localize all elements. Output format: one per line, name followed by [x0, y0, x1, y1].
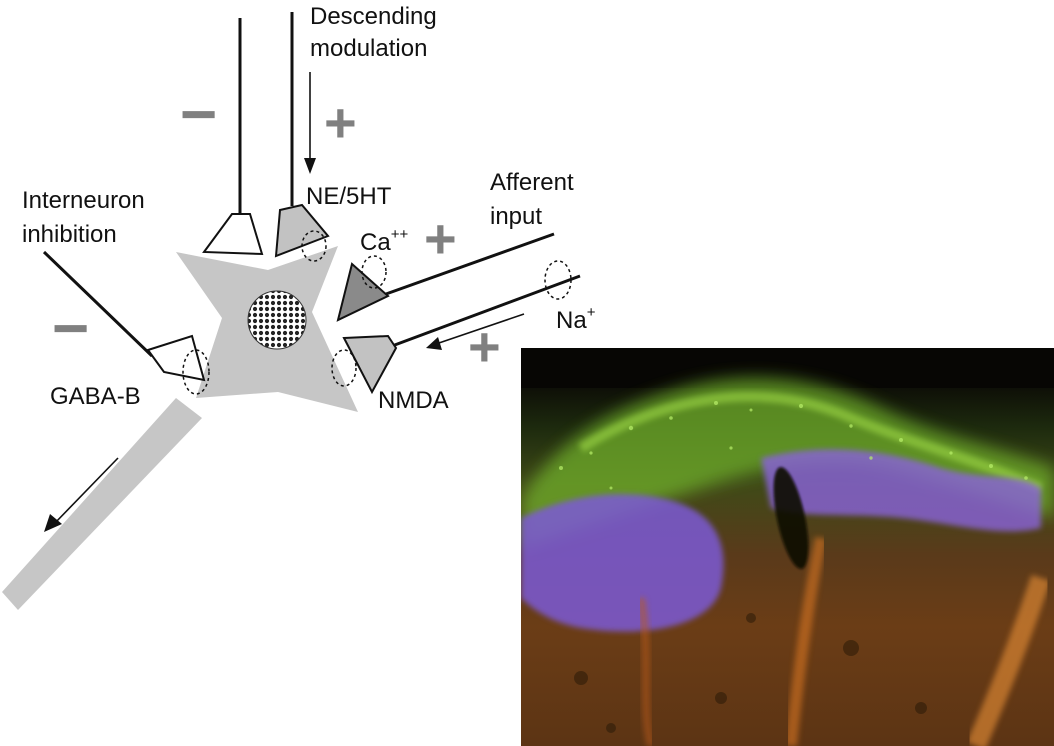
output-arrow — [53, 457, 119, 525]
label-inhibition: inhibition — [22, 221, 117, 248]
fluorescence-micrograph — [521, 348, 1054, 746]
gaba-b-terminal — [146, 334, 206, 382]
label-nmda: NMDA — [378, 387, 449, 414]
label-na: Na+ — [556, 304, 596, 334]
nmda-fiber — [391, 274, 581, 348]
label-interneuron: Interneuron — [22, 187, 145, 214]
receptor-ellipse-nmda — [331, 349, 357, 387]
minus-sign-descending: − — [180, 78, 217, 150]
label-descending: Descending — [310, 3, 437, 30]
label-ne-5ht: NE/5HT — [306, 183, 392, 210]
label-gaba-b: GABA-B — [50, 383, 141, 410]
na-arrowhead — [426, 337, 442, 350]
label-ca-base: Ca — [360, 229, 391, 256]
descending-arrowhead — [304, 158, 316, 174]
ne-5ht-terminal — [274, 203, 330, 258]
label-afferent: Afferent — [490, 169, 574, 196]
nucleus — [247, 290, 307, 350]
plus-sign-na: + — [468, 315, 501, 378]
interneuron-fiber — [42, 250, 154, 358]
output-arrowhead — [44, 514, 62, 532]
nmda-terminal — [342, 334, 398, 395]
plus-sign-descending: + — [324, 91, 357, 154]
inhibitory-terminal — [202, 213, 264, 256]
label-ca-sup: ++ — [391, 226, 409, 243]
label-na-base: Na — [556, 307, 587, 334]
receptor-ellipse-gaba — [182, 349, 210, 395]
na-arrow — [435, 313, 525, 345]
afferent-fiber — [385, 232, 555, 296]
ca-terminal — [336, 262, 390, 322]
axon — [2, 398, 202, 610]
label-na-sup: + — [587, 304, 596, 321]
plus-sign-ca: + — [424, 207, 457, 270]
receptor-ellipse-na — [544, 260, 572, 300]
label-input: input — [490, 203, 542, 230]
label-modulation: modulation — [310, 35, 427, 62]
receptor-ellipse-ne — [301, 230, 327, 262]
minus-sign-interneuron: − — [52, 292, 89, 364]
micrograph-texture — [521, 348, 1054, 746]
label-ca: Ca++ — [360, 226, 408, 256]
receptor-ellipse-ca — [361, 255, 387, 289]
